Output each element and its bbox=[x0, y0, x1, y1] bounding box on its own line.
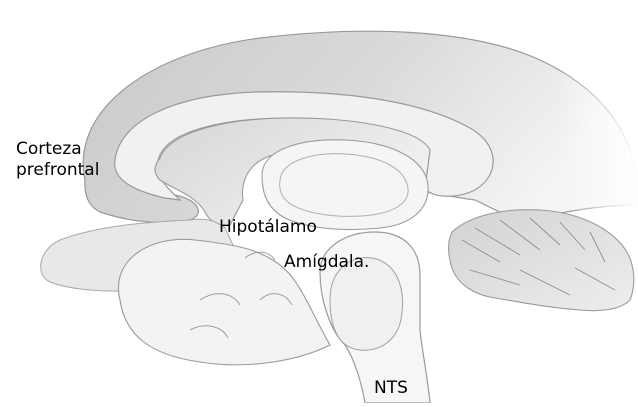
label-nts: NTS bbox=[374, 378, 408, 399]
label-cortex-line1: Corteza bbox=[16, 139, 99, 160]
right-fade bbox=[560, 30, 638, 210]
label-amygdala: Amígdala. bbox=[284, 252, 369, 273]
label-cortex: Corteza prefrontal bbox=[16, 139, 99, 181]
cerebellum bbox=[449, 210, 634, 311]
label-hypothalamus: Hipotálamo bbox=[219, 217, 317, 238]
label-cortex-line2: prefrontal bbox=[16, 160, 99, 181]
